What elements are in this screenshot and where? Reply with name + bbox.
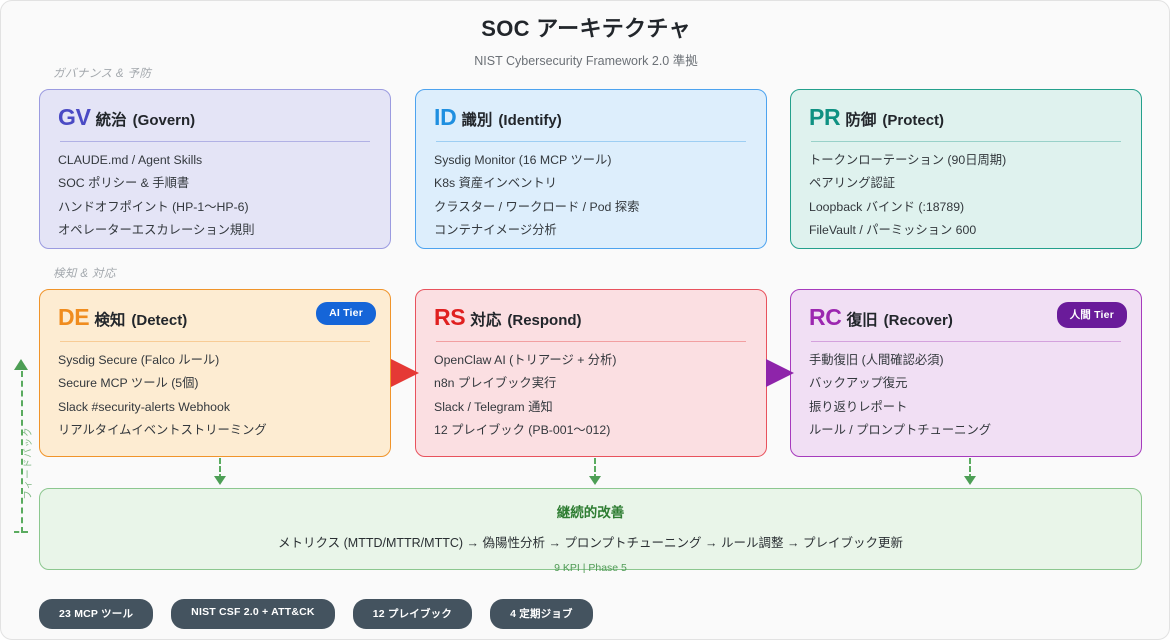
card-title-ja: 復旧 <box>846 312 878 329</box>
card-code: PR <box>809 104 841 130</box>
footer-pill-group: 23 MCP ツール NIST CSF 2.0 + ATT&CK 12 プレイブ… <box>39 599 593 629</box>
status-badge-human-tier: 人間 Tier <box>1056 302 1127 328</box>
footer-pill[interactable]: 12 プレイブック <box>352 599 473 629</box>
card-divider <box>811 341 1121 342</box>
list-item: 振り返りレポート <box>809 399 908 414</box>
arrow-down-icon <box>214 476 226 485</box>
list-item: Slack / Telegram 通知 <box>434 399 553 414</box>
page-subtitle: NIST Cybersecurity Framework 2.0 準拠 <box>474 54 698 68</box>
footer-pill[interactable]: NIST CSF 2.0 + ATT&CK <box>171 599 335 629</box>
card-title-en: (Identify) <box>498 112 562 129</box>
card-title-ja: 統治 <box>95 112 127 129</box>
dashed-connector <box>969 458 971 480</box>
arrow-up-icon <box>14 359 28 370</box>
card-divider <box>436 141 746 142</box>
card-item-list: CLAUDE.md / Agent Skills SOC ポリシー & 手順書 … <box>58 153 372 238</box>
list-item: Secure MCP ツール (5個) <box>58 376 199 391</box>
feedback-connector <box>21 371 23 533</box>
card-item-list: OpenClaw AI (トリアージ + 分析) n8n プレイブック実行 Sl… <box>434 353 748 438</box>
list-item: Slack #security-alerts Webhook <box>58 399 231 414</box>
card-header: RS 対応 (Respond) <box>434 304 748 331</box>
card-item-list: トークンローテーション (90日周期) ペアリング認証 Loopback バイン… <box>809 153 1123 238</box>
footer-pill[interactable]: 4 定期ジョブ <box>490 599 593 629</box>
list-item: トークンローテーション (90日周期) <box>809 153 1007 167</box>
list-item: 手動復旧 (人間確認必須) <box>809 353 944 367</box>
card-identify[interactable]: ID 識別 (Identify) Sysdig Monitor (16 MCP … <box>415 89 767 249</box>
list-item: ハンドオフポイント (HP-1〜HP-6) <box>58 199 249 214</box>
card-header: PR 防御 (Protect) <box>809 104 1123 131</box>
card-respond[interactable]: RS 対応 (Respond) OpenClaw AI (トリアージ + 分析)… <box>415 289 767 457</box>
card-code: RS <box>434 304 466 330</box>
card-item-list: 手動復旧 (人間確認必須) バックアップ復元 振り返りレポート ルール / プロ… <box>809 353 1123 438</box>
list-item: オペレーターエスカレーション規則 <box>58 223 255 238</box>
card-title-en: (Recover) <box>883 312 953 329</box>
status-badge-ai-tier: AI Tier <box>316 302 376 325</box>
list-item: リアルタイムイベントストリーミング <box>58 423 267 438</box>
section-label-governance: ガバナンス & 予防 <box>53 68 152 80</box>
card-divider <box>60 141 370 142</box>
card-header: RC 復旧 (Recover) <box>809 304 1123 331</box>
continuous-improvement-panel: 継続的改善 メトリクス (MTTD/MTTR/MTTC) → 偽陽性分析 → プ… <box>39 488 1142 574</box>
header: SOC アーキテクチャ NIST Cybersecurity Framework… <box>1 11 1170 69</box>
list-item: CLAUDE.md / Agent Skills <box>58 153 203 167</box>
card-item-list: Sysdig Monitor (16 MCP ツール) K8s 資産インベントリ… <box>434 153 748 238</box>
page-title: SOC アーキテクチャ <box>481 16 691 41</box>
list-item: ルール / プロンプトチューニング <box>809 423 992 438</box>
list-item: K8s 資産インベントリ <box>434 176 557 191</box>
card-header: ID 識別 (Identify) <box>434 104 748 131</box>
arrow-right-icon <box>391 359 419 387</box>
list-item: FileVault / パーミッション 600 <box>809 223 977 238</box>
card-code: DE <box>58 304 90 330</box>
list-item: n8n プレイブック実行 <box>434 376 557 391</box>
list-item: 12 プレイブック (PB-001〜012) <box>434 423 611 438</box>
card-govern[interactable]: GV 統治 (Govern) CLAUDE.md / Agent Skills … <box>39 89 391 249</box>
arrow-right-icon <box>766 359 794 387</box>
card-title-en: (Detect) <box>131 312 188 329</box>
card-header: GV 統治 (Govern) <box>58 104 372 131</box>
card-title-en: (Protect) <box>882 112 945 129</box>
card-protect[interactable]: PR 防御 (Protect) トークンローテーション (90日周期) ペアリン… <box>790 89 1142 249</box>
card-detect[interactable]: AI Tier DE 検知 (Detect) Sysdig Secure (Fa… <box>39 289 391 457</box>
card-divider <box>811 141 1121 142</box>
card-code: RC <box>809 304 842 330</box>
card-header: DE 検知 (Detect) <box>58 304 372 331</box>
list-item: ペアリング認証 <box>809 176 896 191</box>
list-item: Loopback バインド (:18789) <box>809 199 965 214</box>
panel-flow-text: メトリクス (MTTD/MTTR/MTTC) → 偽陽性分析 → プロンプトチュ… <box>278 536 903 550</box>
arrow-down-icon <box>964 476 976 485</box>
card-title-ja: 対応 <box>470 312 502 329</box>
feedback-loop-label: フィードバック <box>23 426 34 500</box>
list-item: クラスター / ワークロード / Pod 探索 <box>434 199 640 214</box>
dashed-connector <box>219 458 221 480</box>
list-item: SOC ポリシー & 手順書 <box>58 176 190 191</box>
arrow-down-icon <box>589 476 601 485</box>
card-title-en: (Respond) <box>507 312 582 329</box>
card-recover[interactable]: 人間 Tier RC 復旧 (Recover) 手動復旧 (人間確認必須) バッ… <box>790 289 1142 457</box>
panel-meta-text: 9 KPI | Phase 5 <box>554 562 627 574</box>
footer-pill[interactable]: 23 MCP ツール <box>39 599 154 629</box>
card-title-ja: 検知 <box>94 312 126 329</box>
card-code: ID <box>434 104 457 130</box>
list-item: コンテナイメージ分析 <box>434 223 557 238</box>
card-title-en: (Govern) <box>132 112 196 129</box>
list-item: バックアップ復元 <box>809 376 908 391</box>
card-item-list: Sysdig Secure (Falco ルール) Secure MCP ツール… <box>58 353 372 438</box>
card-divider <box>436 341 746 342</box>
card-title-ja: 防御 <box>845 112 877 129</box>
card-code: GV <box>58 104 91 130</box>
card-title-ja: 識別 <box>461 112 493 129</box>
dashed-connector <box>594 458 596 480</box>
list-item: Sysdig Monitor (16 MCP ツール) <box>434 153 612 167</box>
card-divider <box>60 341 370 342</box>
feedback-connector-stub <box>14 531 28 533</box>
section-label-detection: 検知 & 対応 <box>53 268 116 280</box>
list-item: OpenClaw AI (トリアージ + 分析) <box>434 353 617 367</box>
list-item: Sysdig Secure (Falco ルール) <box>58 353 220 367</box>
panel-title: 継続的改善 <box>556 505 625 520</box>
